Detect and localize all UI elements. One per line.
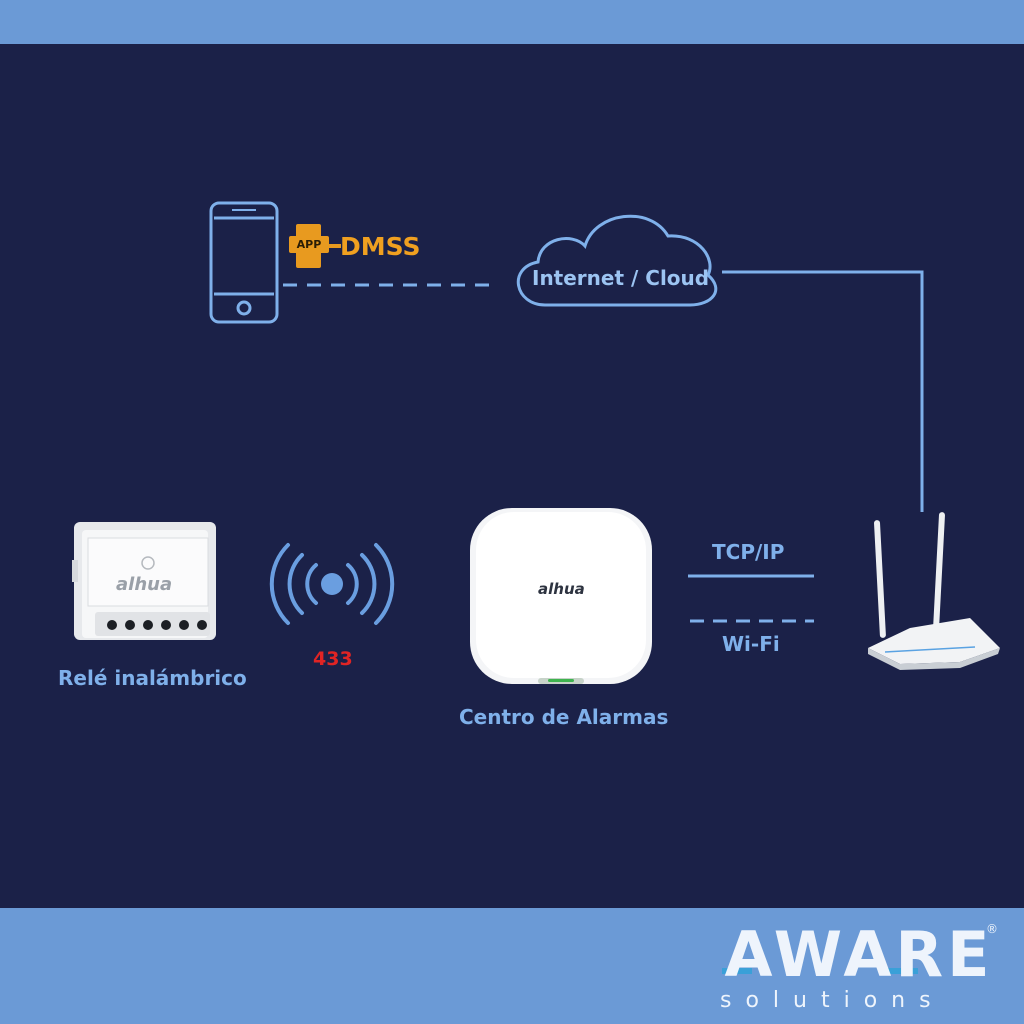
cloud-icon: [516, 214, 718, 307]
frequency-label: 433: [313, 648, 353, 670]
dmss-app-label: DMSS: [340, 232, 421, 261]
cloud-label: Internet / Cloud: [532, 266, 710, 290]
smartphone-icon: [209, 201, 279, 324]
tcpip-label: TCP/IP: [712, 540, 785, 564]
aware-logo-mark: [722, 968, 918, 974]
app-tag: APP: [289, 236, 329, 253]
hub-brand-logo: alhua: [538, 580, 585, 598]
top-band: [0, 0, 1024, 44]
router-device: [868, 512, 1000, 670]
relay-brand-logo: alhua: [116, 574, 173, 595]
wireless-signal-icon: [269, 543, 395, 625]
aware-tagline: solutions: [720, 988, 945, 1013]
registered-mark: ®: [986, 922, 998, 936]
cloud-router-link: [722, 270, 924, 512]
alarm-hub-device: [470, 508, 652, 684]
wireless-relay-device: [72, 522, 216, 640]
aware-logo-text: AWARE: [724, 918, 994, 991]
alarm-center-label: Centro de Alarmas: [459, 705, 669, 729]
bottom-band: [0, 908, 1024, 1024]
relay-label: Relé inalámbrico: [58, 666, 247, 690]
wifi-label: Wi-Fi: [722, 632, 780, 656]
